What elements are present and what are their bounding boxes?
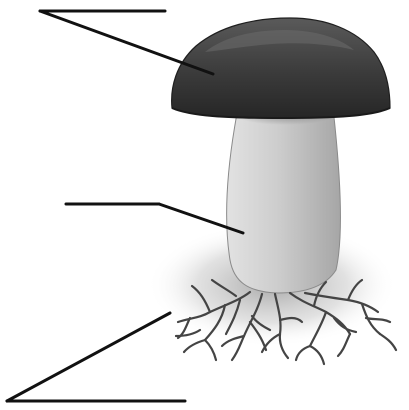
leader-line-stem <box>66 204 243 233</box>
leader-line-cap <box>40 11 213 74</box>
leader-line-mycelium <box>7 313 185 401</box>
mushroom-stem <box>227 108 341 293</box>
